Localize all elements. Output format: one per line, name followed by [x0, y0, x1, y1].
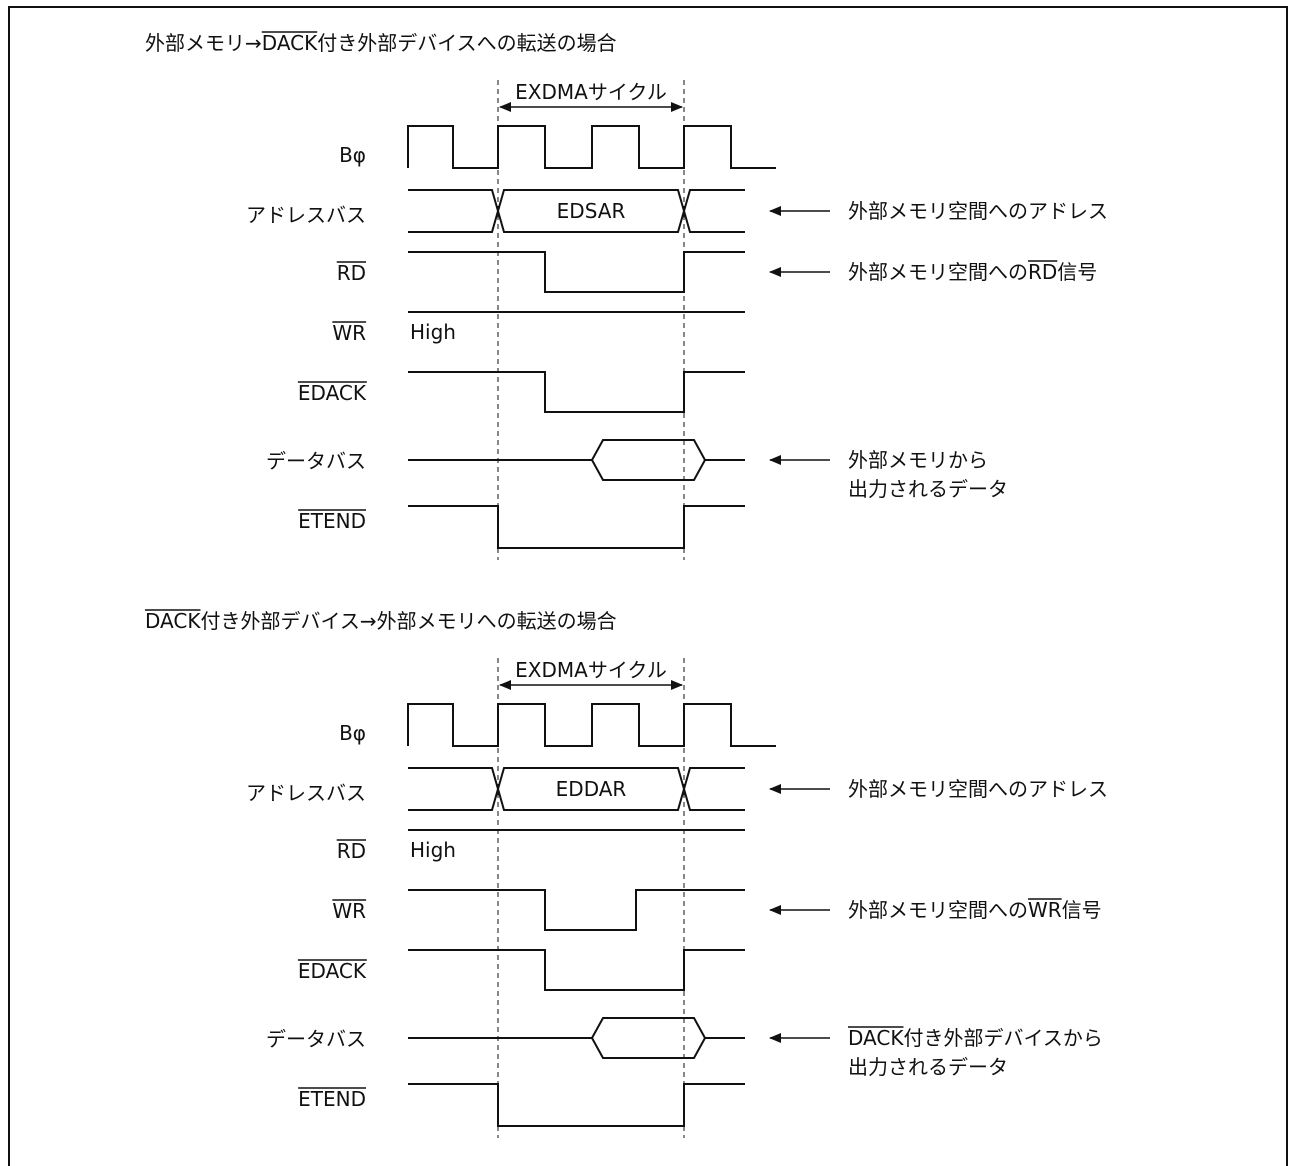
wr-high-state: High — [410, 320, 456, 344]
data-annotation-line2: 出力されるデータ — [848, 477, 1008, 501]
rd-annotation: 外部メモリ空間へのRD信号 — [848, 260, 1097, 284]
data-bus-label: データバス — [266, 449, 366, 473]
figure-frame — [8, 6, 1288, 1166]
wr-waveform — [408, 889, 745, 931]
svg-text:DACK付き外部デバイス→外部メモリへの転送の場合: DACK付き外部デバイス→外部メモリへの転送の場合 — [145, 609, 617, 633]
diagram-title: 外部メモリ→DACK付き外部デバイスへの転送の場合 — [145, 31, 617, 55]
address-bus-label: アドレスバス — [246, 203, 366, 227]
svg-text:EDACK: EDACK — [298, 381, 367, 405]
address-bus-waveform-bottom — [408, 189, 745, 233]
svg-text:外部メモリ→DACK付き外部デバイスへの転送の場合: 外部メモリ→DACK付き外部デバイスへの転送の場合 — [145, 31, 617, 55]
address-annotation: 外部メモリ空間へのアドレス — [848, 199, 1108, 223]
address-annotation-part: 外部メモリ空間へのアドレス — [848, 199, 1108, 223]
diagram-title-part: DACK — [145, 609, 201, 633]
rd-annotation-part: 信号 — [1057, 260, 1097, 284]
data-annotation-line1: 外部メモリから — [848, 448, 988, 472]
address-bus-waveform-bottom — [408, 767, 745, 811]
wr-annotation: 外部メモリ空間へのWR信号 — [848, 898, 1102, 922]
svg-text:アドレスバス: アドレスバス — [246, 203, 366, 227]
svg-text:EDACK: EDACK — [298, 959, 367, 983]
svg-text:RD: RD — [337, 839, 366, 863]
etend-waveform — [408, 505, 745, 549]
data-annotation-line1-part: 付き外部デバイスから — [903, 1026, 1102, 1050]
edack-label: EDACK — [297, 381, 367, 405]
edack-waveform — [408, 371, 745, 413]
clock-label: Bφ — [339, 721, 366, 745]
address-bus-waveform-top — [408, 767, 745, 811]
data-bus-waveform-bottom — [591, 459, 706, 481]
diagram-2: DACK付き外部デバイス→外部メモリへの転送の場合EXDMAサイクルBφアドレス… — [145, 609, 1108, 1138]
diagram-1: 外部メモリ→DACK付き外部デバイスへの転送の場合 EXDMAサイクル Bφ アドレス… — [145, 31, 1108, 560]
address-bus-label: アドレスバス — [246, 781, 366, 805]
rd-annotation-part: RD — [1028, 260, 1057, 284]
data-bus-waveform-bottom — [591, 1037, 706, 1059]
data-annotation-line1-part: DACK — [848, 1026, 904, 1050]
diagram-title-part: 付き外部デバイスへの転送の場合 — [317, 31, 616, 55]
wr-annotation-part: WR — [1028, 898, 1062, 922]
svg-text:データバス: データバス — [266, 449, 366, 473]
diagram-title: DACK付き外部デバイス→外部メモリへの転送の場合 — [145, 609, 617, 633]
data-annotation-line1-part: 外部メモリから — [848, 448, 988, 472]
address-bus-waveform-top — [408, 189, 745, 233]
svg-text:WR: WR — [332, 899, 366, 923]
svg-text:外部メモリ空間へのアドレス: 外部メモリ空間へのアドレス — [848, 199, 1108, 223]
address-annotation-part: 外部メモリ空間へのアドレス — [848, 777, 1108, 801]
svg-text:外部メモリ空間へのアドレス: 外部メモリ空間へのアドレス — [848, 777, 1108, 801]
svg-text:外部メモリ空間へのRD信号: 外部メモリ空間へのRD信号 — [848, 260, 1097, 284]
data-annotation-line2-part: 出力されるデータ — [848, 1055, 1008, 1079]
cycle-label: EXDMAサイクル — [515, 80, 667, 104]
svg-text:アドレスバス: アドレスバス — [246, 781, 366, 805]
rd-high-state: High — [410, 838, 456, 862]
rd-label: RD — [336, 261, 366, 285]
rd-waveform — [408, 251, 745, 293]
etend-waveform — [408, 1083, 745, 1127]
wr-annotation-part: 外部メモリ空間への — [848, 898, 1028, 922]
svg-text:Bφ: Bφ — [339, 721, 366, 745]
clock-waveform — [407, 125, 776, 169]
svg-text:外部メモリ空間へのWR信号: 外部メモリ空間へのWR信号 — [848, 898, 1102, 922]
etend-label: ETEND — [298, 509, 366, 533]
clock-label: Bφ — [339, 143, 366, 167]
edack-waveform — [408, 949, 745, 991]
address-value: EDDAR — [556, 777, 627, 801]
data-bus-label: データバス — [266, 1027, 366, 1051]
diagram-title-part: DACK — [262, 31, 318, 55]
rd-annotation-part: 外部メモリ空間への — [848, 260, 1028, 284]
data-bus-waveform-top — [408, 439, 745, 461]
data-annotation-line1: DACK付き外部デバイスから — [848, 1026, 1103, 1050]
svg-text:WR: WR — [332, 321, 366, 345]
wr-label: WR — [332, 321, 367, 345]
svg-text:出力されるデータ: 出力されるデータ — [848, 1055, 1008, 1079]
wr-annotation-part: 信号 — [1062, 898, 1102, 922]
etend-label: ETEND — [298, 1087, 366, 1111]
svg-text:ETEND: ETEND — [298, 1087, 366, 1111]
svg-text:外部メモリから: 外部メモリから — [848, 448, 988, 472]
data-bus-waveform-top — [408, 1017, 745, 1039]
svg-text:データバス: データバス — [266, 1027, 366, 1051]
data-annotation-line2-part: 出力されるデータ — [848, 477, 1008, 501]
svg-text:ETEND: ETEND — [298, 509, 366, 533]
svg-text:Bφ: Bφ — [339, 143, 366, 167]
wr-label: WR — [332, 899, 367, 923]
clock-waveform — [407, 703, 776, 747]
address-value: EDSAR — [557, 199, 626, 223]
rd-label: RD — [336, 839, 366, 863]
diagram-title-part: 付き外部デバイス→外部メモリへの転送の場合 — [200, 609, 616, 633]
data-annotation-line2: 出力されるデータ — [848, 1055, 1008, 1079]
cycle-label: EXDMAサイクル — [515, 658, 667, 682]
svg-text:RD: RD — [337, 261, 366, 285]
edack-label: EDACK — [297, 959, 367, 983]
diagram-title-part: 外部メモリ→ — [145, 31, 262, 55]
address-annotation: 外部メモリ空間へのアドレス — [848, 777, 1108, 801]
svg-text:出力されるデータ: 出力されるデータ — [848, 477, 1008, 501]
svg-text:DACK付き外部デバイスから: DACK付き外部デバイスから — [848, 1026, 1103, 1050]
